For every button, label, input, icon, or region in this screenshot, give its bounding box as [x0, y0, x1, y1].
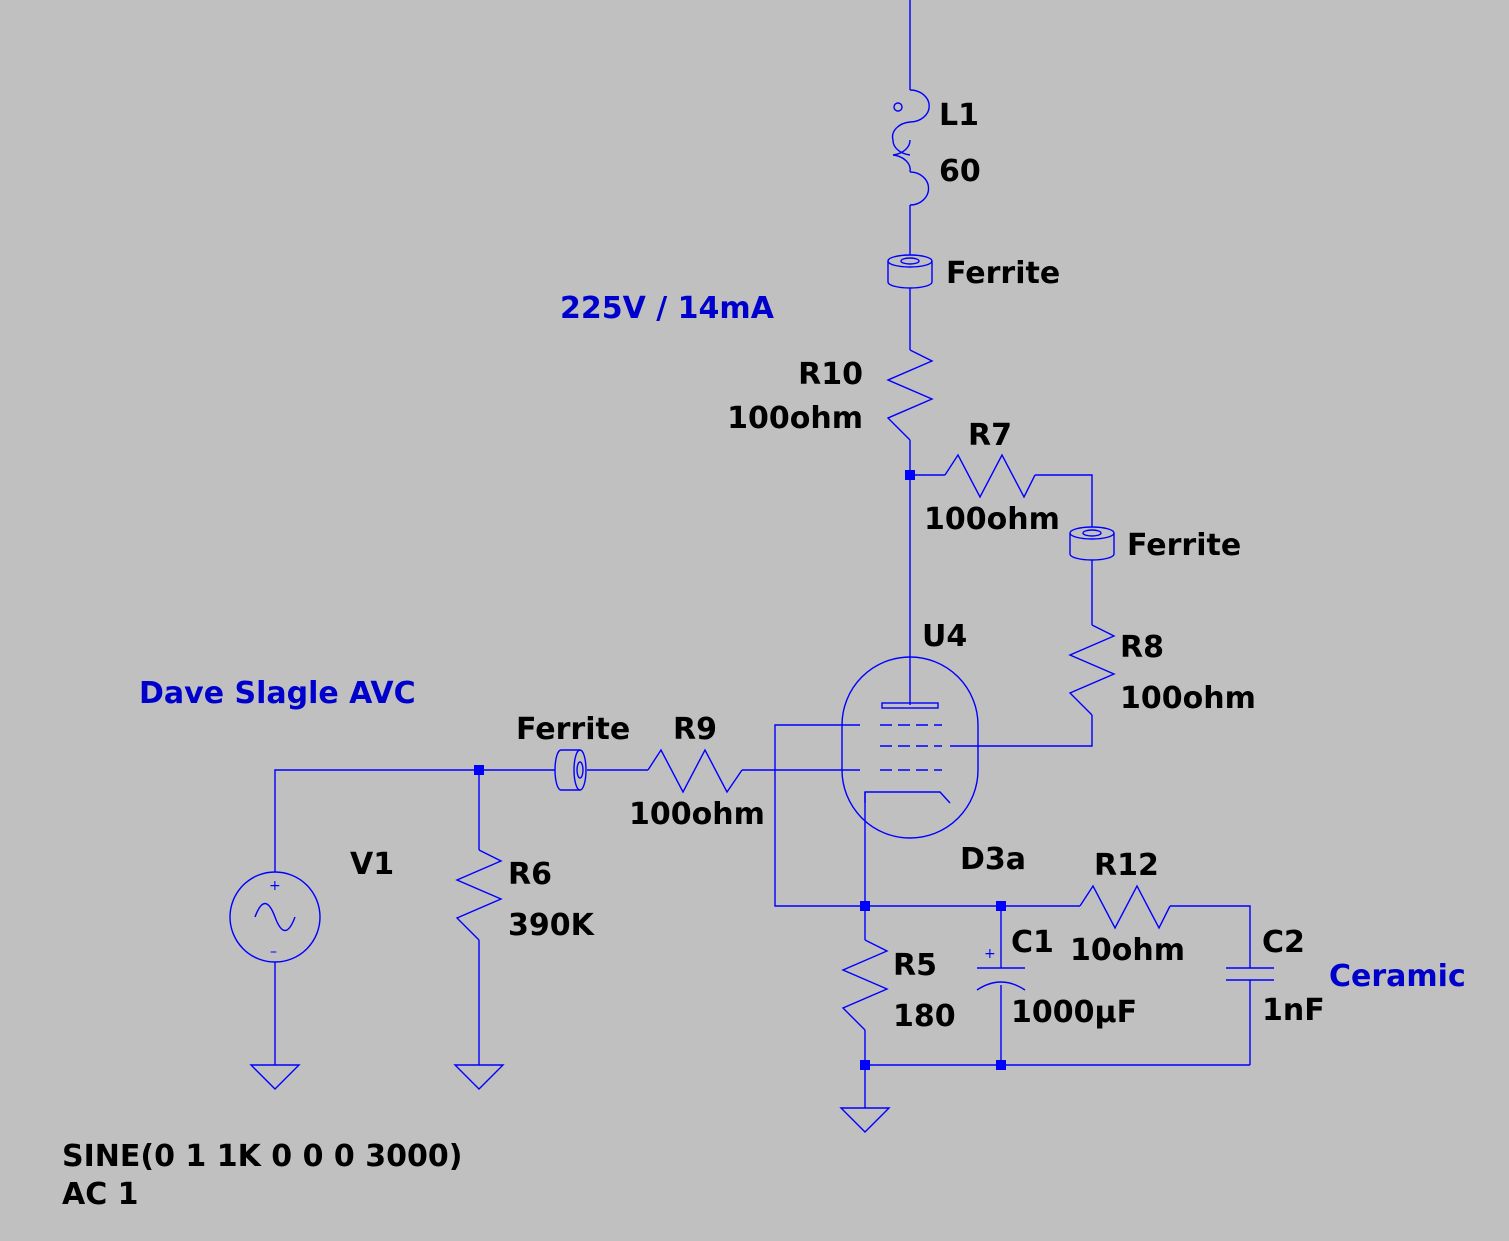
junctions	[474, 470, 1006, 1070]
wire-r8-to-screen	[950, 715, 1093, 747]
resistor-r5	[841, 939, 889, 1031]
spice-directive-line2: AC 1	[62, 1177, 139, 1212]
ground-symbol	[839, 1107, 891, 1133]
r6-ref: R6	[508, 857, 552, 892]
note-ceramic: Ceramic	[1329, 959, 1466, 994]
ferrite-bead-top	[887, 254, 933, 289]
junction-dot	[474, 765, 484, 775]
r7-value: 100ohm	[924, 502, 1060, 537]
ferrite-bead-right	[1069, 526, 1115, 561]
wire-suppressor-loop	[774, 724, 865, 907]
r9-ref: R9	[673, 712, 717, 747]
c1-ref: C1	[1011, 925, 1054, 960]
l1-value: 60	[939, 154, 981, 189]
svg-text:+: +	[984, 946, 996, 962]
r8-ref: R8	[1120, 630, 1164, 665]
resistor-r6	[455, 849, 503, 941]
ferrite-bead-left	[554, 749, 587, 791]
l1-ref: L1	[939, 98, 979, 133]
capacitor-c1: +	[976, 946, 1026, 991]
resistor-r10	[886, 349, 934, 441]
inductor-l1	[891, 89, 930, 206]
labels: L1 60 Ferrite R10 100ohm R7 100ohm Ferri…	[62, 98, 1466, 1212]
vacuum-tube-u4	[841, 656, 979, 839]
junction-dot	[905, 470, 915, 480]
r5-ref: R5	[893, 948, 937, 983]
junction-dot	[860, 901, 870, 911]
ground-symbol	[249, 1064, 301, 1090]
r12-ref: R12	[1094, 848, 1159, 883]
ferrite-left-label: Ferrite	[516, 712, 630, 747]
wire-r12-to-c2	[1170, 905, 1251, 968]
svg-text:–: –	[270, 944, 277, 960]
r6-value: 390K	[508, 908, 596, 943]
resistor-r7	[944, 453, 1036, 499]
u4-ref: U4	[922, 619, 967, 654]
note-supply: 225V / 14mA	[560, 291, 775, 326]
resistor-r8	[1068, 624, 1116, 716]
r10-value: 100ohm	[727, 401, 863, 436]
u4-value: D3a	[960, 842, 1026, 877]
wire-r7-to-ferrite	[1035, 474, 1093, 527]
r10-ref: R10	[798, 357, 863, 392]
ferrite-top-label: Ferrite	[946, 256, 1060, 291]
c1-value: 1000µF	[1011, 995, 1137, 1030]
r5-value: 180	[893, 999, 956, 1034]
wires	[274, 0, 1251, 1108]
ground-symbol	[453, 1064, 505, 1090]
r12-value: 10ohm	[1070, 933, 1185, 968]
c2-ref: C2	[1262, 925, 1305, 960]
r8-value: 100ohm	[1120, 681, 1256, 716]
capacitor-c2	[1226, 967, 1274, 981]
ferrite-right-label: Ferrite	[1127, 528, 1241, 563]
junction-dot	[860, 1060, 870, 1070]
resistor-r12	[1079, 884, 1171, 930]
resistor-r9	[647, 748, 743, 794]
c2-value: 1nF	[1262, 993, 1325, 1028]
wire-v1-to-node	[274, 769, 555, 872]
r9-value: 100ohm	[629, 797, 765, 832]
spice-directive-line1: SINE(0 1 1K 0 0 0 3000)	[62, 1139, 462, 1174]
junction-dot	[996, 1060, 1006, 1070]
junction-dot	[996, 901, 1006, 911]
note-avc: Dave Slagle AVC	[139, 676, 416, 711]
voltage-source-v1: + –	[229, 871, 321, 963]
r7-ref: R7	[968, 418, 1012, 453]
v1-ref: V1	[350, 847, 394, 882]
svg-text:+: +	[269, 878, 281, 894]
